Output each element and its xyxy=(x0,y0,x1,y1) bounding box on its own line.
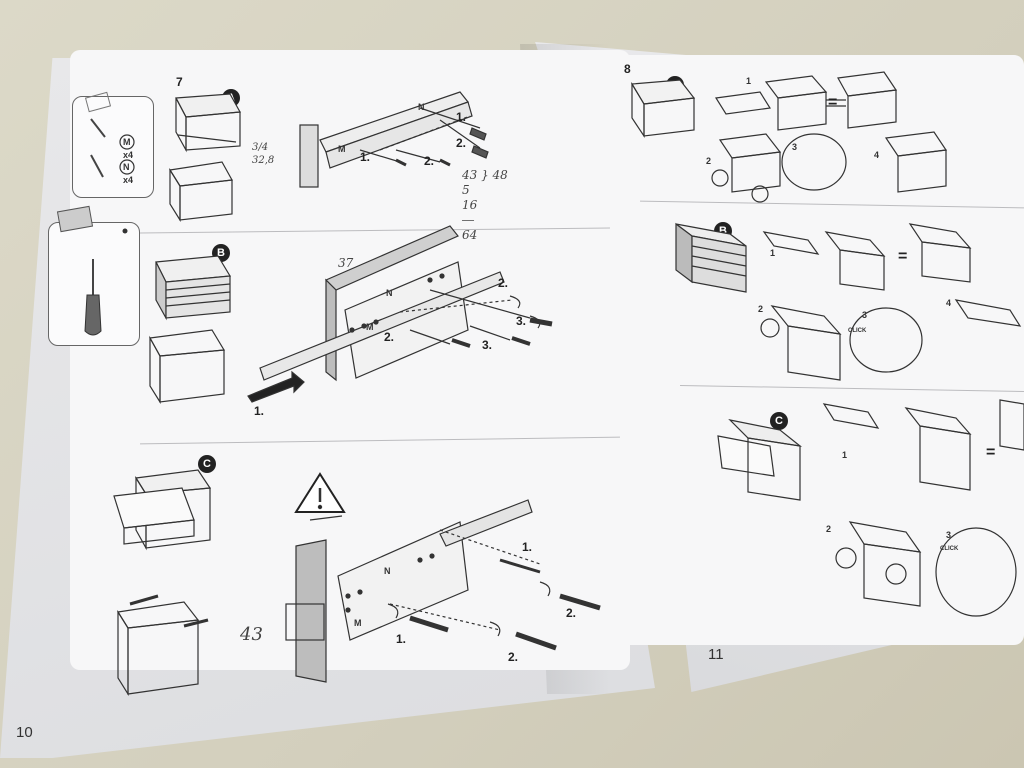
section-badge-c-right: C xyxy=(770,412,788,430)
sub-step-2: 2 xyxy=(706,156,712,166)
click-label: CLICK xyxy=(940,546,959,552)
step-callout: 1. xyxy=(396,632,407,646)
step-callout: 3. xyxy=(482,338,493,352)
sub-step-1: 1 xyxy=(746,76,752,86)
screw-label-m: M xyxy=(338,144,346,154)
step-callout: 3. xyxy=(516,314,527,328)
screw-label-m: M xyxy=(366,322,374,332)
step-callout: 2. xyxy=(508,650,519,664)
sub-step-3: 3 xyxy=(792,142,798,152)
screw-n-letter: N xyxy=(123,162,130,172)
sub-step-4: 4 xyxy=(946,298,952,308)
sub-step-1: 1 xyxy=(770,248,776,258)
sub-step-2: 2 xyxy=(826,524,832,534)
screw-label-m: M xyxy=(354,618,362,628)
step-number-left: 7 xyxy=(176,75,183,89)
screw-m-letter: M xyxy=(123,137,131,147)
sub-step-2: 2 xyxy=(758,304,764,314)
click-label: CLICK xyxy=(848,328,867,334)
page-number-right: 11 xyxy=(708,646,724,663)
screw-label-n: N xyxy=(386,288,393,298)
section-badge-c-left: C xyxy=(198,455,216,473)
step-callout: 1. xyxy=(254,404,265,418)
screw-label-n: N xyxy=(418,102,425,112)
step-callout: 2. xyxy=(424,154,435,168)
equals-sign: = xyxy=(986,444,996,461)
handwritten-measure-43: 43 xyxy=(240,624,263,645)
screwdriver-icon xyxy=(56,205,128,336)
screw-n-qty: x4 xyxy=(123,175,134,185)
right-page-illustrations xyxy=(630,71,1024,617)
equals-sign: = xyxy=(828,94,838,111)
sub-step-4: 4 xyxy=(874,150,880,160)
tools-box xyxy=(48,205,140,346)
step-callout: 2. xyxy=(456,136,467,150)
screw-m-qty: x4 xyxy=(123,150,134,160)
handwritten-calculation: 43 } 48 5 16 ― 64 xyxy=(462,168,508,242)
sub-step-1: 1 xyxy=(842,450,848,460)
right-instruction-panel xyxy=(600,55,1024,645)
screws-illustration xyxy=(84,91,135,178)
step-callout: 1. xyxy=(522,540,533,554)
step-callout: 2. xyxy=(384,330,395,344)
handwritten-measure-37: 37 xyxy=(338,256,354,270)
sub-step-3: 3 xyxy=(862,310,868,320)
step-callout: 2. xyxy=(566,606,577,620)
step-callout: 1. xyxy=(456,110,467,124)
step-callout: 1. xyxy=(360,150,371,164)
equals-sign: = xyxy=(898,248,908,265)
left-page-illustrations xyxy=(113,91,601,697)
handwritten-side-note: 3/4 32,8 xyxy=(252,142,275,166)
page-number-left: 10 xyxy=(16,724,33,741)
fixings-box: M x4 N x4 xyxy=(72,91,154,198)
screw-label-n: N xyxy=(384,566,391,576)
step-number-right: 8 xyxy=(624,62,631,76)
step-callout: 2. xyxy=(498,276,509,290)
sub-step-3: 3 xyxy=(946,530,952,540)
